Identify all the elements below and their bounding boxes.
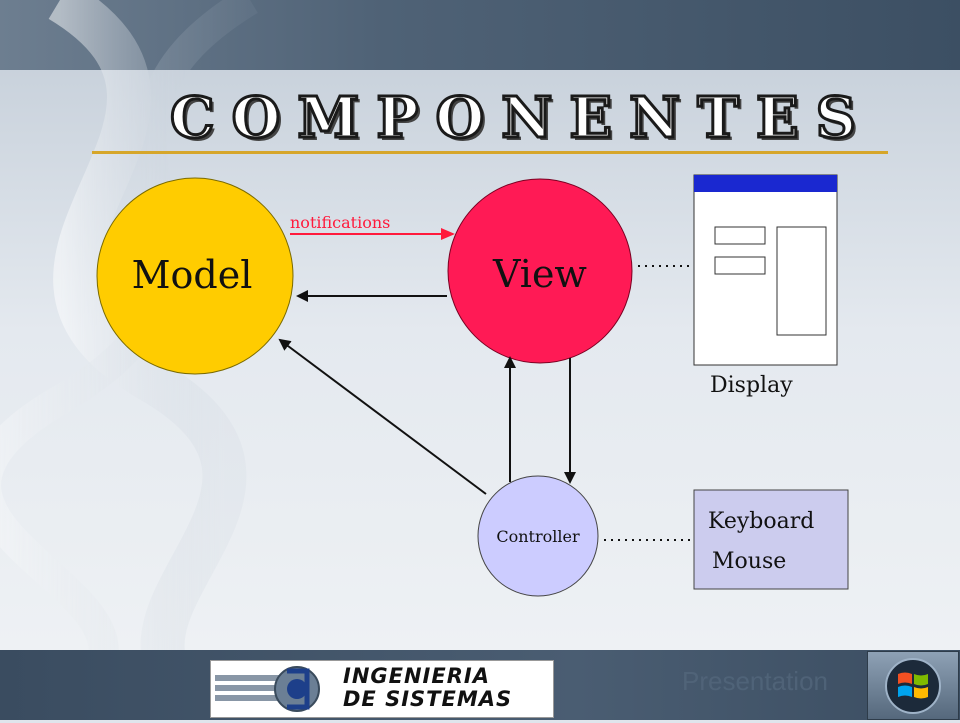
view-node: [447, 178, 633, 364]
logo-text: INGENIERIA DE SISTEMAS: [343, 665, 512, 711]
controller-label: Controller: [496, 527, 580, 546]
notifications-label: notifications: [290, 213, 390, 232]
display-widget-1: [714, 226, 766, 245]
ingenieria-sistemas-logo: INGENIERIA DE SISTEMAS: [210, 660, 554, 718]
gear-logo-icon: [215, 666, 320, 712]
display-panel: [776, 226, 827, 336]
controller-to-model-arrow: [278, 338, 487, 495]
logo-line-2: DE SISTEMAS: [343, 687, 513, 711]
keyboard-label: Keyboard: [708, 509, 814, 534]
model-label: Model: [132, 253, 253, 297]
presentation-label: Presentation: [682, 666, 828, 696]
title-underline: [92, 151, 888, 154]
mouse-label: Mouse: [712, 549, 786, 574]
dna-helix-decoration: [0, 0, 258, 720]
windows-logo-icon: [885, 658, 941, 714]
input-devices-box: [693, 489, 849, 590]
slide-title: COMPONENTES: [169, 85, 874, 152]
display-window: [693, 174, 838, 366]
logo-line-1: INGENIERIA: [343, 664, 490, 688]
display-titlebar: [694, 175, 837, 192]
model-node: [96, 177, 294, 375]
controller-node: [477, 475, 599, 597]
windows-start-button[interactable]: [867, 651, 959, 720]
view-label: View: [492, 252, 587, 296]
top-banner: [0, 0, 960, 70]
display-label: Display: [710, 373, 793, 398]
display-widget-2: [714, 256, 766, 275]
